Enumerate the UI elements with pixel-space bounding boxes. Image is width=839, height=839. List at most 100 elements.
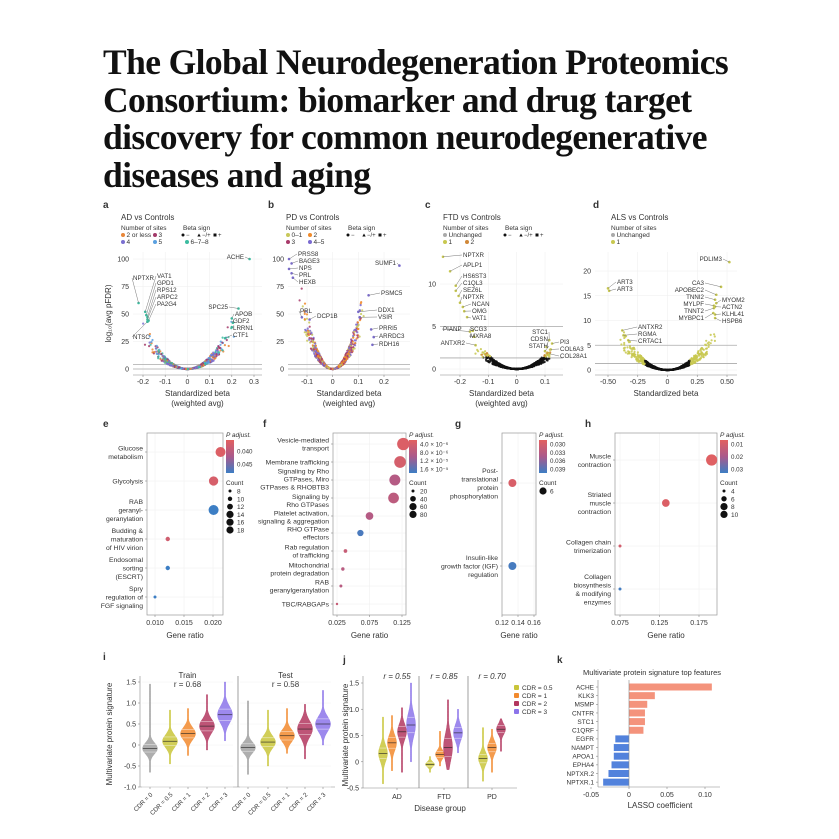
color-bar-label: 0.045: [237, 462, 253, 469]
lasso-bar: [613, 752, 629, 760]
lasso-bar: [615, 735, 629, 743]
x-tick-label: AD: [392, 794, 402, 801]
feature-label: MSMP: [575, 702, 595, 709]
label-leader-line: [549, 353, 560, 357]
legend-label: 0–1: [292, 232, 303, 239]
label-leader-line: [609, 288, 617, 292]
highlighted-point: [713, 298, 717, 302]
data-point: [548, 355, 551, 358]
term-label: effectors: [303, 534, 330, 541]
data-point: [527, 365, 531, 368]
data-point: [693, 354, 696, 357]
feature-label: NPTXR.2: [567, 771, 595, 778]
size-legend-label: 4: [731, 489, 735, 496]
data-point: [487, 360, 490, 363]
enrichment-dot: [357, 529, 364, 537]
panel-title: AD vs Controls: [121, 213, 174, 222]
term-label: geranylgeranylation: [270, 587, 330, 594]
data-point: [532, 365, 535, 368]
x-tick-label: 0.2: [379, 379, 389, 386]
feature-label: EPHA4: [573, 762, 595, 769]
term-label: signaling & aggregation: [258, 518, 329, 525]
data-point: [221, 336, 224, 339]
x-tick-label: 0: [515, 379, 519, 386]
legend-label: CDR = 2: [522, 701, 547, 708]
protein-label: STC1: [532, 329, 548, 336]
data-point: [362, 315, 365, 318]
data-point: [340, 361, 343, 365]
color-bar-label: 0.030: [550, 442, 566, 449]
data-point: [707, 341, 711, 344]
y-tick-label: 5: [587, 343, 591, 350]
size-legend-dot: [228, 489, 232, 493]
x-axis-label: Standardized beta: [317, 389, 382, 398]
data-point: [354, 342, 357, 345]
term-label: TBC/RABGAPs: [282, 602, 330, 609]
label-leader-line: [291, 273, 299, 276]
label-leader-line: [714, 317, 722, 322]
label-leader-line: [468, 335, 475, 337]
protein-label: ART3: [617, 286, 633, 293]
protein-label: NPTXR: [463, 252, 485, 259]
data-point: [352, 334, 355, 337]
size-legend-dot: [226, 518, 234, 526]
data-point: [205, 358, 208, 361]
data-point: [314, 354, 317, 357]
data-point: [360, 312, 363, 316]
term-label: growth factor (IGF): [441, 564, 498, 571]
term-label: regulation of: [106, 595, 144, 602]
label-leader-line: [372, 343, 379, 346]
data-point: [709, 342, 712, 345]
article-title: The Global Neurodegeneration Proteomics …: [103, 43, 803, 194]
label-leader-line: [716, 299, 722, 304]
lasso-bar: [629, 683, 712, 691]
data-point: [155, 344, 158, 347]
data-point: [219, 349, 222, 352]
enrichment-dot: [165, 565, 170, 571]
data-point: [678, 366, 681, 369]
x-tick-label: -0.50: [600, 379, 616, 386]
data-point: [329, 367, 332, 370]
protein-label: RPS12: [157, 287, 177, 294]
y-tick-label: -0.5: [347, 786, 359, 793]
data-point: [314, 342, 317, 345]
data-point: [492, 359, 496, 362]
data-point: [697, 350, 700, 353]
data-point: [352, 346, 355, 349]
legend-swatch: [286, 240, 290, 244]
term-label: contraction: [578, 462, 611, 469]
violin: [142, 683, 158, 773]
data-point: [620, 343, 623, 346]
term-label: of trafficking: [292, 552, 329, 559]
term-label: muscle: [589, 501, 611, 508]
data-point: [223, 344, 226, 347]
color-bar-label: 4.0 × 10⁻⁶: [420, 442, 449, 449]
y-tick-label: 0.5: [349, 733, 359, 740]
size-legend-dot: [720, 510, 728, 518]
protein-label: NTSC: [133, 334, 150, 341]
data-point: [540, 362, 543, 365]
correlation-label: r = 0.70: [478, 672, 506, 681]
legend-title: Beta sign: [348, 225, 375, 232]
panel-letter: c: [425, 200, 431, 211]
data-point: [707, 343, 711, 346]
panel-letter: f: [263, 419, 267, 430]
data-point: [685, 365, 688, 368]
data-point: [348, 354, 351, 358]
data-point: [505, 366, 508, 369]
data-point: [303, 312, 306, 315]
y-tick-label: 100: [117, 257, 129, 264]
legend-swatch: [121, 240, 125, 244]
protein-label: SUMF1: [375, 260, 397, 267]
protein-label: VAT1: [157, 273, 172, 280]
data-point: [178, 366, 181, 369]
data-point: [628, 345, 632, 348]
legend-title: P adjust.: [539, 432, 564, 439]
x-tick-label: CDR = 1: [171, 791, 193, 813]
data-point: [626, 346, 629, 349]
legend-label: −: [351, 233, 355, 239]
data-point: [308, 321, 311, 324]
x-tick-label: 0.25: [690, 379, 704, 386]
data-point: [225, 338, 228, 342]
size-legend-dot: [226, 510, 234, 518]
